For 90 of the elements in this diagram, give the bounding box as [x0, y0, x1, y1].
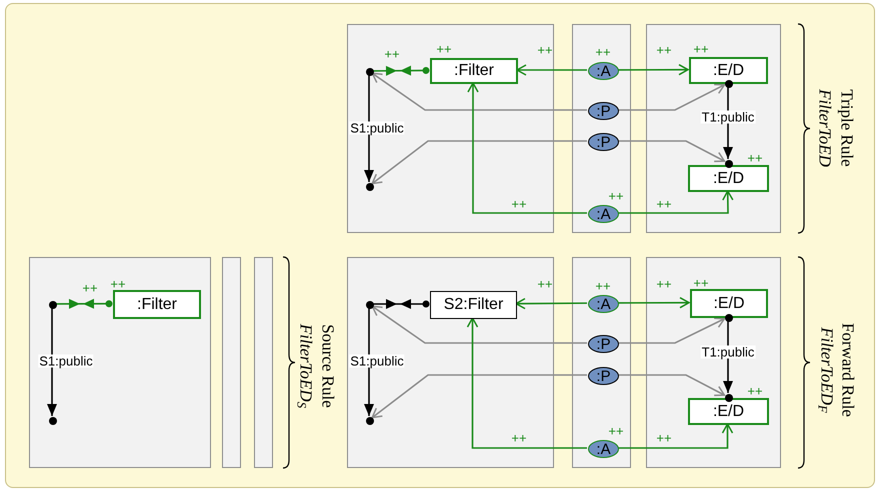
- connector: [364, 75, 374, 182]
- plus-annotation: ++: [747, 152, 763, 164]
- node-label: :Filter: [454, 63, 494, 79]
- object-box: [430, 58, 518, 84]
- object-ellipse: [588, 440, 619, 458]
- node-label: :E/D: [712, 404, 744, 420]
- rule-title: Source Rule: [320, 324, 336, 408]
- connector: [364, 308, 374, 416]
- connector: [372, 306, 587, 344]
- edge-label: T1:public: [700, 346, 756, 358]
- node-label: :P: [596, 368, 611, 384]
- edge-label: ++: [656, 44, 672, 56]
- edge-label: ++: [82, 282, 98, 294]
- edge-label: ++: [511, 198, 527, 210]
- rule-title: Forward Rule: [840, 323, 856, 417]
- connector: [618, 374, 726, 396]
- object-ellipse: [588, 102, 619, 120]
- connector: [372, 72, 587, 111]
- plus-annotation: ++: [608, 424, 624, 438]
- object-box: [688, 165, 769, 192]
- rule-panel: [347, 24, 554, 233]
- rule-panel: [347, 257, 554, 468]
- rule-panel: [572, 257, 631, 468]
- node-label: :P: [596, 104, 611, 118]
- plus-annotation: ++: [595, 280, 611, 292]
- object-box: [690, 289, 768, 318]
- plus-annotation: ++: [693, 276, 709, 290]
- rule-panel: [646, 24, 781, 233]
- connector: [618, 190, 734, 214]
- object-ellipse: [588, 133, 619, 151]
- object-box: [689, 57, 768, 84]
- connector: [373, 66, 430, 76]
- rule-title: Triple Rule: [838, 89, 856, 167]
- edge-label: ++: [656, 278, 672, 290]
- node-label: :E/D: [712, 62, 744, 78]
- edge-label: ++: [656, 198, 672, 210]
- connector: [467, 82, 587, 214]
- node-label: S2:Filter: [444, 297, 504, 313]
- connector: [618, 296, 690, 308]
- connector: [466, 317, 587, 449]
- node-label: :P: [596, 134, 611, 150]
- object-box: [430, 291, 517, 319]
- connector: [47, 308, 57, 416]
- object-ellipse: [588, 205, 619, 223]
- node-label: :E/D: [713, 296, 745, 312]
- object-box: [688, 398, 769, 425]
- plus-annotation: ++: [110, 278, 126, 290]
- connector: [371, 140, 587, 184]
- connector: [56, 298, 112, 309]
- edge-label: S1:public: [349, 122, 405, 134]
- connector: [371, 374, 587, 418]
- node-label: :A: [596, 442, 611, 456]
- connector: [516, 64, 587, 76]
- edge-label: ++: [511, 432, 527, 444]
- connector: [618, 64, 689, 76]
- edge-label: S1:public: [349, 354, 405, 368]
- rule-panel: [222, 257, 241, 468]
- node-label: :Filter: [137, 296, 177, 312]
- edge-label: ++: [656, 432, 672, 444]
- edge-label: ++: [537, 278, 553, 290]
- connector: [618, 423, 734, 449]
- rule-panel: [572, 24, 631, 233]
- object-ellipse: [588, 335, 619, 353]
- node-label: :A: [596, 296, 611, 312]
- node-label: :A: [596, 206, 611, 222]
- plus-annotation: ++: [747, 384, 763, 398]
- rule-panel: [254, 257, 273, 468]
- rule-name: FilterToED: [816, 89, 834, 167]
- edge-label: ++: [537, 44, 553, 56]
- connector: [618, 317, 726, 344]
- node-label: :A: [596, 64, 611, 78]
- plus-annotation: ++: [436, 42, 452, 56]
- object-ellipse: [588, 367, 619, 385]
- object-ellipse: [588, 295, 619, 313]
- rule-panel: [29, 257, 211, 468]
- plus-annotation: ++: [595, 46, 611, 58]
- edge-label: ++: [384, 48, 400, 60]
- object-ellipse: [588, 62, 619, 80]
- connector: [618, 140, 726, 162]
- node-label: :P: [596, 336, 611, 352]
- connector: [618, 84, 726, 111]
- node-label: :E/D: [712, 170, 744, 186]
- edge-label: T1:public: [700, 110, 756, 124]
- plus-annotation: ++: [608, 190, 624, 202]
- connector: [515, 298, 587, 310]
- rule-panel: [646, 257, 781, 468]
- plus-annotation: ++: [693, 42, 709, 56]
- edge-label: S1:public: [38, 354, 94, 368]
- object-box: [113, 290, 201, 319]
- connector: [373, 299, 430, 309]
